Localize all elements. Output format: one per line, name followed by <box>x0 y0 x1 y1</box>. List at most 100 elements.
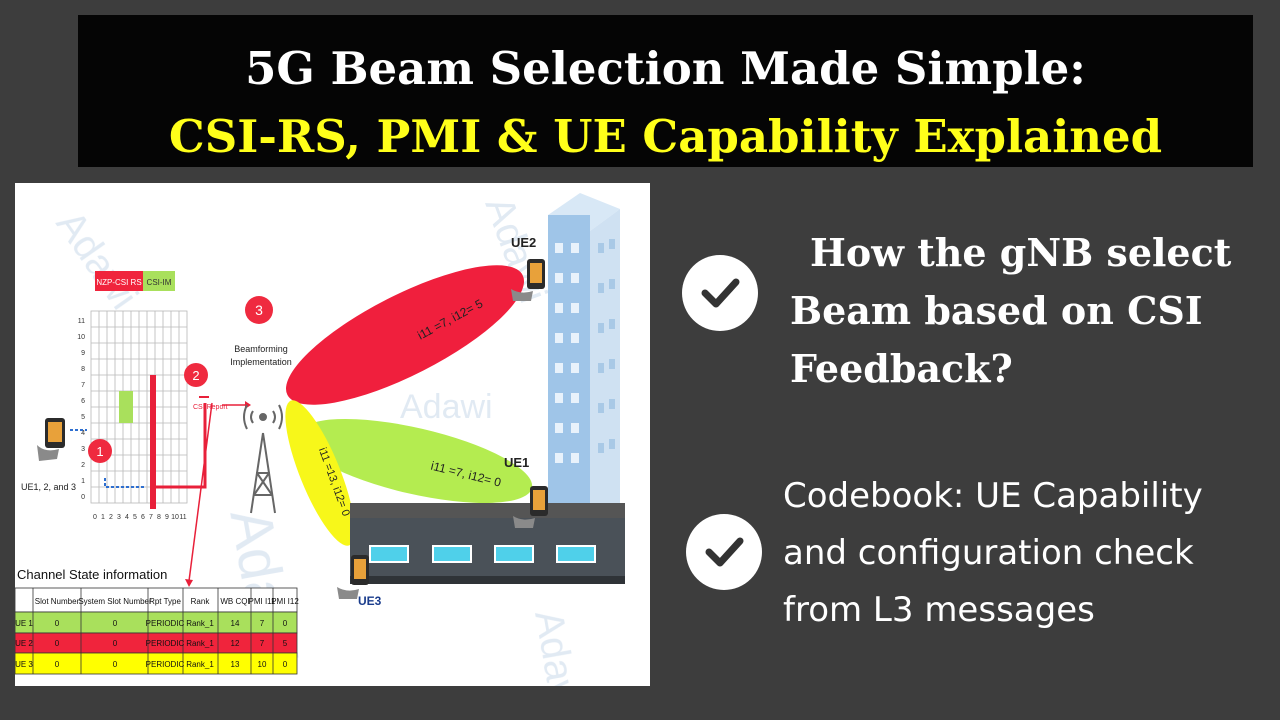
y-tick: 1 <box>81 478 85 485</box>
csi-report-label: CSI Report <box>193 404 228 411</box>
ue2-label: UE2 <box>511 235 536 250</box>
step-3-marker <box>245 296 273 324</box>
ue1-label: UE1 <box>504 455 529 470</box>
csi-report-path <box>153 403 207 489</box>
x-tick: 3 <box>117 514 121 521</box>
watermark: Adawi <box>400 388 493 426</box>
table-cell: PERIODIC <box>146 660 185 669</box>
table-cell: 0 <box>55 639 60 648</box>
title-line-1: 5G Beam Selection Made Simple: <box>245 42 1086 95</box>
legend-csi-im-label: CSI-IM <box>147 278 172 287</box>
x-tick: 0 <box>93 514 97 521</box>
x-tick: 9 <box>165 514 169 521</box>
ue3-label: UE3 <box>358 594 382 608</box>
arrow-head-icon <box>185 579 193 587</box>
x-tick: 6 <box>141 514 145 521</box>
step-2-label: 2 <box>192 368 199 383</box>
y-tick: 9 <box>81 350 85 357</box>
y-tick: 7 <box>81 382 85 389</box>
point-1-line-1: How the gNB select <box>810 230 1232 275</box>
table-cell: 14 <box>231 619 240 628</box>
table-cell: Rank_1 <box>186 660 214 669</box>
watermark: Adawi <box>48 203 147 317</box>
table-cell: 0 <box>283 619 288 628</box>
table-row <box>15 652 298 675</box>
y-tick: 8 <box>81 366 85 373</box>
nzp-csi-rs-resource <box>150 375 156 509</box>
check-icon <box>682 255 758 331</box>
point-1-line-3: Feedback? <box>790 346 1013 391</box>
x-tick: 1 <box>101 514 105 521</box>
csi-diagram: Adawi Adawi Adawi Adawi Adawi NZP-CSI RS… <box>15 191 625 686</box>
legend-nzp-csi-rs <box>95 271 143 291</box>
table-cell: 13 <box>231 660 240 669</box>
point-codebook-ue-capability: Codebook: UE Capability and configuratio… <box>783 468 1273 639</box>
point-2-line-3: from L3 messages <box>783 590 1095 630</box>
beamforming-label-1: Beamforming <box>234 344 288 354</box>
step-2-marker <box>184 363 208 387</box>
y-tick: 5 <box>81 414 85 421</box>
point-2-line-2: and configuration check <box>783 533 1194 573</box>
csi-diagram-panel: Adawi Adawi Adawi Adawi Adawi NZP-CSI RS… <box>15 183 650 686</box>
gnb-tower-icon <box>243 404 283 514</box>
table-cell: UE 1 <box>15 619 33 628</box>
ue3-phone-icon <box>337 555 369 599</box>
table-header: PMI I12 <box>271 597 299 606</box>
table-header: Slot Number <box>35 597 80 606</box>
table-cell: 10 <box>258 660 267 669</box>
title-line-2: CSI-RS, PMI & UE Capability Explained <box>168 110 1163 163</box>
train-icon <box>350 503 625 584</box>
y-tick: 2 <box>81 462 85 469</box>
y-tick: 10 <box>77 334 85 341</box>
y-tick: 6 <box>81 398 85 405</box>
y-tick: 11 <box>78 318 85 325</box>
table-cell: 0 <box>113 619 118 628</box>
table-cell: 7 <box>260 619 265 628</box>
point-gnb-beam-selection: How the gNB select Beam based on CSI Fee… <box>790 224 1250 398</box>
table-cell: 5 <box>283 639 288 648</box>
table-header: WB CQI <box>220 597 249 606</box>
legend-nzp-label: NZP-CSI RS <box>96 278 141 287</box>
table-cell: PERIODIC <box>146 619 185 628</box>
x-tick: 4 <box>125 514 129 521</box>
ue-uplink-dash <box>104 478 145 488</box>
ue-group-label: UE1, 2, and 3 <box>21 482 76 492</box>
table-header: PMI I11 <box>249 597 277 606</box>
table-cell: 0 <box>113 639 118 648</box>
x-tick: 2 <box>109 514 113 521</box>
legend-csi-im <box>143 271 175 291</box>
x-tick: 7 <box>149 514 153 521</box>
table-cell: 0 <box>55 619 60 628</box>
table-header: Rank <box>191 597 211 606</box>
ue2-phone-icon <box>511 259 545 301</box>
x-tick: 10 <box>171 514 179 521</box>
x-tick: 8 <box>157 514 161 521</box>
step-1-marker <box>88 439 112 463</box>
table-title: Channel State information <box>17 567 167 582</box>
point-1-line-2: Beam based on CSI <box>790 288 1203 333</box>
y-tick: 4 <box>81 430 85 437</box>
step-1-label: 1 <box>96 444 103 459</box>
csi-table: Slot Number System Slot Number Rpt Type … <box>15 587 299 675</box>
y-tick: 0 <box>81 494 85 501</box>
table-cell: 0 <box>55 660 60 669</box>
y-tick: 3 <box>81 446 85 453</box>
report-to-table-arrow <box>188 402 213 582</box>
table-cell: PERIODIC <box>146 639 185 648</box>
beamforming-label-2: Implementation <box>230 357 292 367</box>
x-tick: 11 <box>179 514 186 521</box>
resource-grid <box>90 310 188 504</box>
step-3-label: 3 <box>255 302 263 318</box>
point-2-line-1: Codebook: UE Capability <box>783 476 1203 516</box>
table-cell: 0 <box>113 660 118 669</box>
x-tick: 5 <box>133 514 137 521</box>
table-cell: Rank_1 <box>186 619 214 628</box>
beam-green <box>297 419 533 503</box>
ue-group-phone-icon <box>37 418 65 461</box>
table-header: Rpt Type <box>149 597 181 606</box>
watermark: Adawi <box>526 607 588 686</box>
table-header: System Slot Number <box>78 597 152 606</box>
table-cell: 0 <box>283 660 288 669</box>
table-cell: 12 <box>231 639 240 648</box>
table-cell: Rank_1 <box>186 639 214 648</box>
